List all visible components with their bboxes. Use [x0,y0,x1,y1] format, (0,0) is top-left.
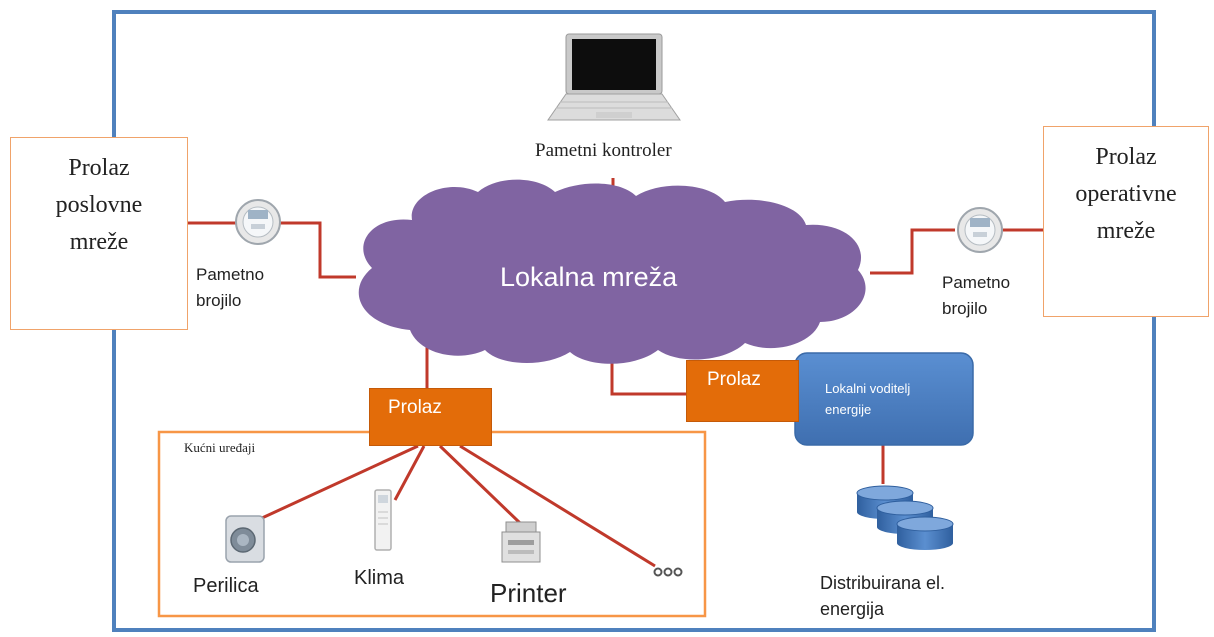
appliances-title: Kućni uređaji [184,440,256,455]
appliance-label-printer: Printer [490,578,567,608]
energy-manager-label: Lokalni voditelj energije [825,378,910,420]
business-gateway-line-3: mreže [69,229,129,255]
meter-right-label: Pametno brojilo [942,270,1010,322]
meter-left-line-2: brojilo [196,291,242,310]
business-gateway-line-1: Prolaz [68,155,130,181]
meter-right-line-1: Pametno [942,273,1011,292]
connection-lines [188,178,1043,568]
smart-meter-left [235,199,281,245]
air-conditioner-icon [374,489,392,551]
link-gateway-klima [393,445,426,501]
operative-gateway-line-3: mreže [1096,218,1156,244]
meter-left-label: Pametno brojilo [196,262,264,314]
washing-machine-icon [225,515,265,563]
energy-manager-line-1: Lokalni voditelj [825,381,911,396]
gateway-center-label: Prolaz [388,397,442,418]
controller-label: Pametni kontroler [535,140,672,161]
business-gateway-line-2: poslovne [55,192,143,218]
business-gateway-box: Prolaz poslovne mreže [10,137,188,330]
link-cloud-meter-right [870,228,955,275]
distributed-line-1: Distribuirana el. [820,573,946,593]
operative-gateway-box: Prolaz operativne mreže [1043,126,1209,317]
energy-manager-line-2: energije [825,402,872,417]
database-stack-icon [856,485,954,550]
cloud-label: Lokalna mreža [500,262,678,292]
link-cloud-right-gateway [610,362,686,396]
distributed-energy-label: Distribuirana el. energija [820,570,945,622]
operative-gateway-line-2: operativne [1075,181,1177,207]
appliance-label-klima: Klima [354,567,405,589]
link-gateway-more [459,444,656,568]
link-gateway-printer [438,444,522,525]
appliance-label-washer: Perilica [193,575,259,597]
meter-left-line-1: Pametno [196,265,265,284]
more-icon [653,567,683,577]
gateway-right: Prolaz [686,360,799,422]
laptop-icon [547,33,681,121]
gateway-right-label: Prolaz [707,369,761,390]
smart-meter-right [957,207,1003,253]
meter-right-line-2: brojilo [942,299,988,318]
cloud-shape [358,179,866,364]
link-meter-cloud-left [280,221,356,279]
operative-gateway-line-1: Prolaz [1095,144,1157,170]
printer-icon [501,521,541,563]
distributed-line-2: energija [820,599,885,619]
gateway-center: Prolaz [369,388,492,446]
link-gateway-washer [261,444,419,520]
